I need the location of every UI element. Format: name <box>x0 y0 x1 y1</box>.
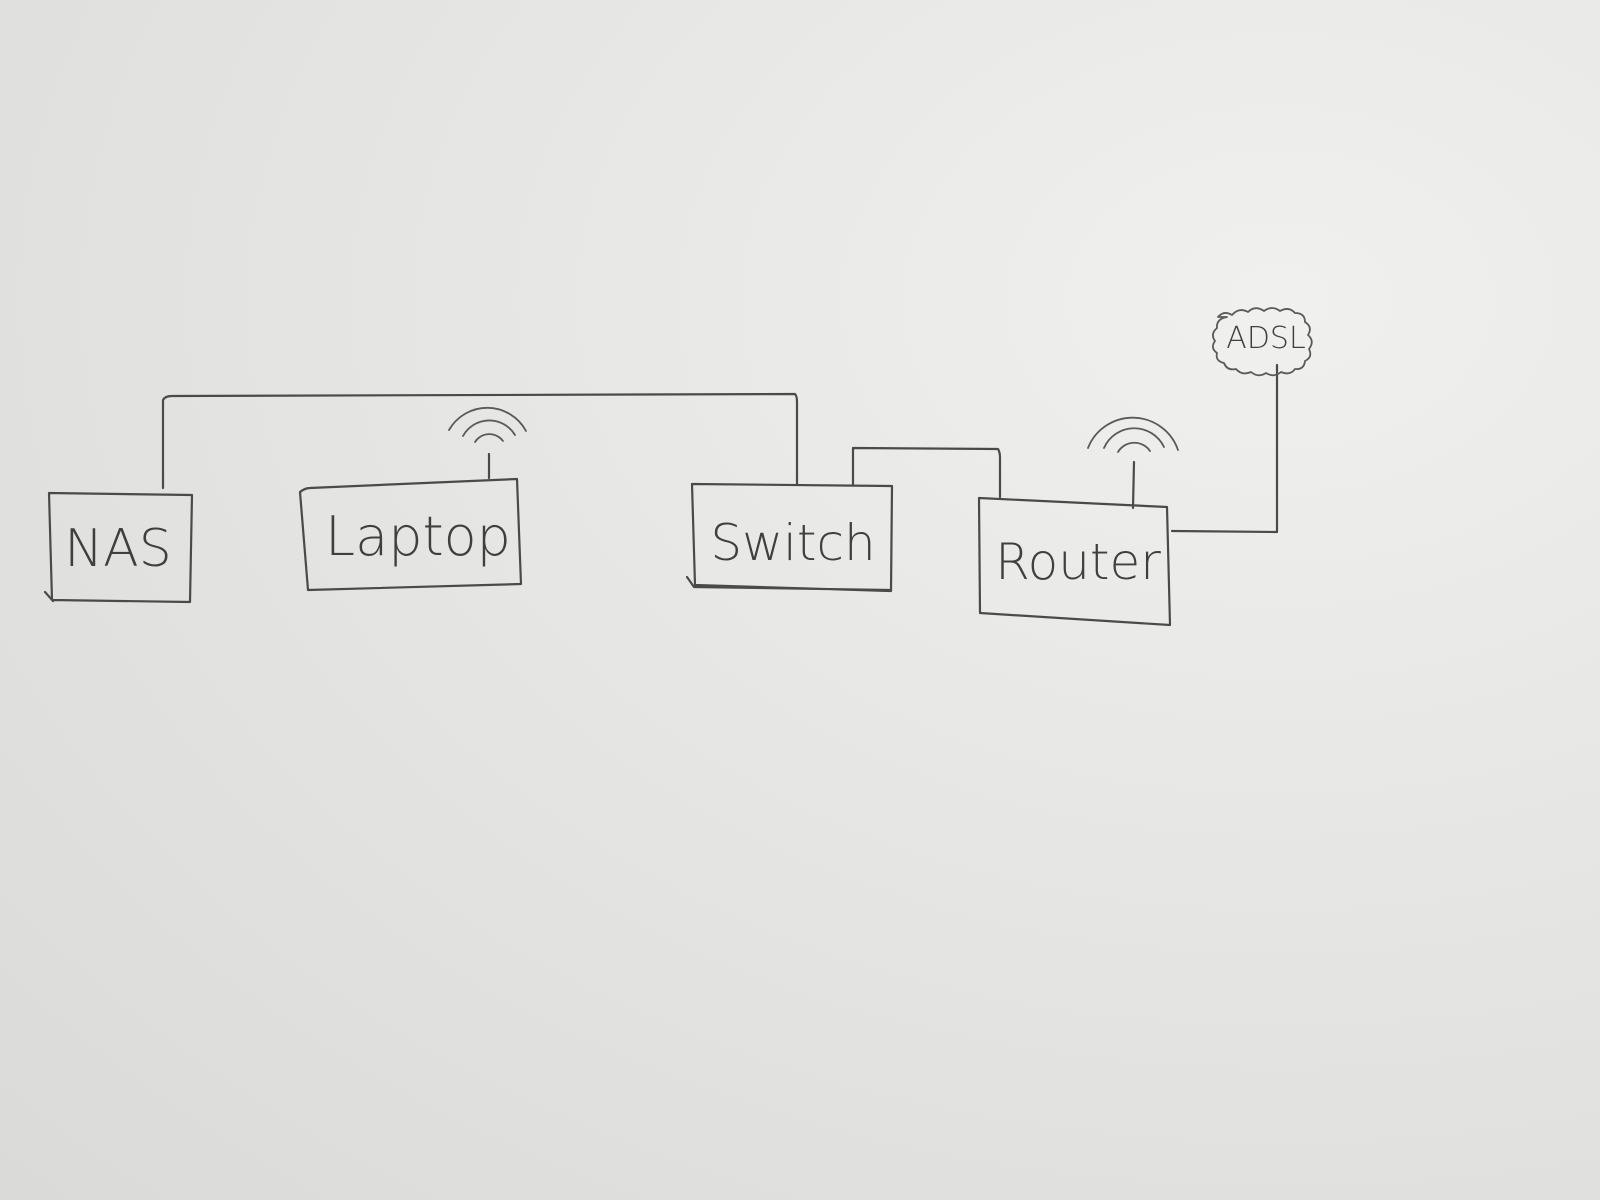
adsl-label: ADSL <box>1226 321 1305 356</box>
laptop-box <box>298 477 523 592</box>
nas-label: NAS <box>64 519 171 579</box>
node-nas[interactable]: NAS <box>43 491 194 604</box>
switch-box <box>685 482 894 593</box>
node-laptop[interactable]: Laptop <box>298 406 527 592</box>
link-router-adsl <box>1170 363 1279 534</box>
link-switch-router <box>851 446 1002 499</box>
router-label: Router <box>995 533 1161 591</box>
node-switch[interactable]: Switch <box>685 482 894 593</box>
wifi-icon <box>1087 416 1179 453</box>
nas-box <box>43 491 194 604</box>
switch-label: Switch <box>710 514 875 572</box>
adsl-cloud-shape <box>1212 307 1313 377</box>
router-box <box>977 496 1172 627</box>
node-adsl[interactable]: ADSL <box>1212 307 1313 377</box>
wifi-icon <box>448 406 527 443</box>
node-router[interactable]: Router <box>977 416 1179 627</box>
link-nas-switch <box>161 392 799 490</box>
router-antenna <box>1131 460 1136 510</box>
laptop-label: Laptop <box>325 505 511 568</box>
